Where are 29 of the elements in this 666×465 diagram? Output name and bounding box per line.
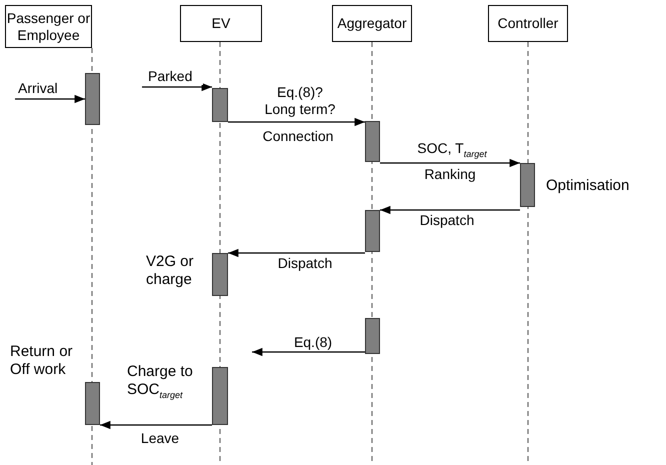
message-arrow (142, 82, 212, 92)
message-arrow (380, 206, 520, 214)
participant-name: Passenger or Employee (6, 10, 91, 43)
participant-name: Controller (498, 15, 558, 32)
activation-bar (85, 73, 100, 125)
message-arrow (228, 118, 365, 126)
lifeline-header (488, 5, 568, 42)
lifeline-header (332, 5, 412, 42)
activation-bar (520, 163, 535, 207)
message-arrow (380, 158, 520, 168)
activation-bar (365, 210, 380, 252)
step-note: Optimisation (546, 177, 630, 195)
participant-name: Aggregator (337, 15, 407, 32)
message-arrow (228, 248, 365, 258)
activation-bar (212, 253, 228, 296)
message-arrow (15, 94, 85, 104)
step-note: Return or Off work (10, 343, 74, 379)
activation-bar (85, 382, 100, 425)
message-arrow (252, 348, 365, 356)
activation-bar (212, 367, 228, 425)
step-note: V2G or charge (146, 253, 195, 289)
message-arrow (100, 420, 212, 430)
activation-bar (365, 318, 380, 354)
step-note: Charge to SOC$_{target}$ (127, 363, 194, 401)
activation-bar (212, 88, 228, 122)
participant-name: EV (212, 15, 230, 32)
lifeline-header (180, 5, 262, 42)
activation-bar (365, 121, 380, 162)
message-label: Parked (148, 68, 203, 85)
